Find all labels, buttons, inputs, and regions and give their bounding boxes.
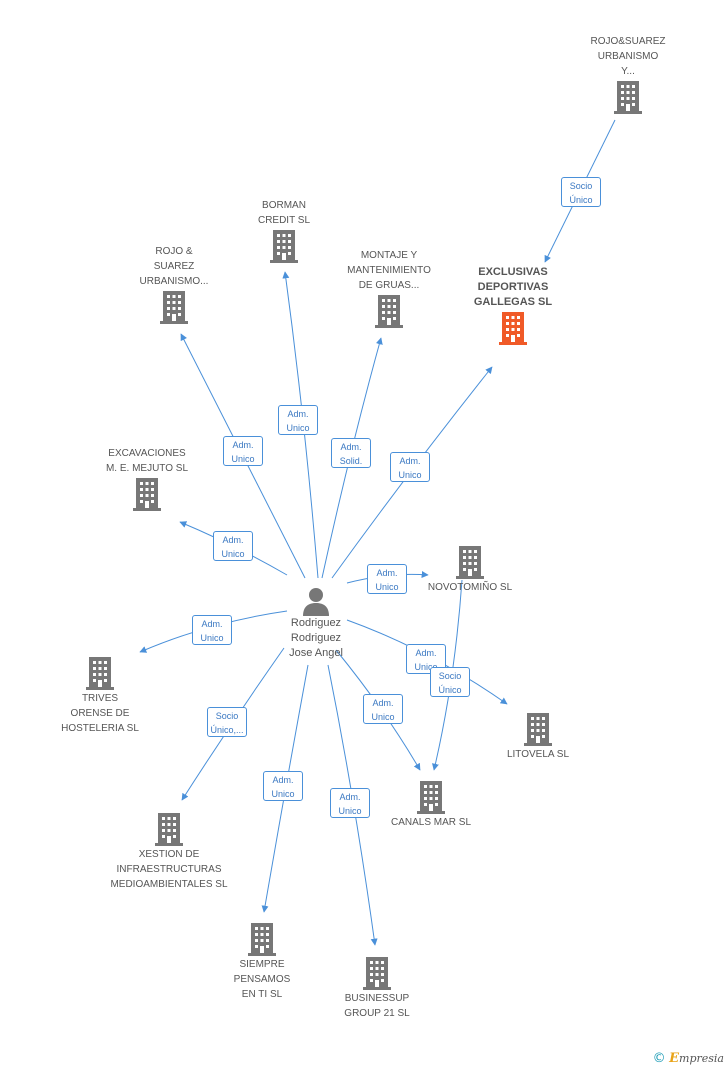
company-node-montaje[interactable]: MONTAJE Y MANTENIMIENTO DE GRUAS... — [309, 248, 469, 329]
company-label: EXCAVACIONES M. E. MEJUTO SL — [105, 448, 189, 474]
building-icon — [456, 546, 484, 579]
edge-label-borman[interactable]: Adm. Unico — [278, 405, 318, 435]
company-node-rojo-suarez-top[interactable]: ROJO&SUAREZ URBANISMO Y... — [548, 34, 708, 115]
building-icon — [248, 923, 276, 956]
person-icon — [303, 588, 329, 616]
building-icon — [86, 657, 114, 690]
edge-label-excavaciones[interactable]: Adm. Unico — [213, 531, 253, 561]
edge-label-montaje[interactable]: Adm. Solid. — [331, 438, 371, 468]
company-node-businessup[interactable]: BUSINESSUP GROUP 21 SL — [297, 955, 457, 1021]
company-node-litovela[interactable]: LITOVELA SL — [458, 711, 618, 762]
company-label: CANALS MAR SL — [390, 817, 472, 828]
company-label: EXCLUSIVAS DEPORTIVAS GALLEGAS SL — [473, 266, 553, 308]
building-icon — [524, 713, 552, 746]
company-label: ROJO&SUAREZ URBANISMO Y... — [590, 36, 666, 77]
edge-label-businessup[interactable]: Adm. Unico — [330, 788, 370, 818]
person-node-center[interactable]: Rodriguez Rodriguez Jose Angel — [236, 586, 396, 661]
company-node-siempre[interactable]: SIEMPRE PENSAMOS EN TI SL — [182, 921, 342, 1002]
building-icon — [155, 813, 183, 846]
building-icon — [417, 781, 445, 814]
building-icon — [499, 312, 527, 345]
company-node-xestion[interactable]: XESTION DE INFRAESTRUCTURAS MEDIOAMBIENT… — [89, 811, 249, 892]
edge-label-novotomino[interactable]: Adm. Unico — [367, 564, 407, 594]
edge-label-xestion[interactable]: Socio Único,... — [207, 707, 247, 737]
building-icon — [614, 81, 642, 114]
edge-label-siempre[interactable]: Adm. Unico — [263, 771, 303, 801]
company-node-rojo-suarez[interactable]: ROJO & SUAREZ URBANISMO... — [94, 244, 254, 325]
building-icon — [160, 291, 188, 324]
company-label: BORMAN CREDIT SL — [257, 200, 311, 226]
brand-logo: © Empresia — [652, 1051, 724, 1066]
edge-label-rojo-suarez[interactable]: Adm. Unico — [223, 436, 263, 466]
person-label: Rodriguez Rodriguez Jose Angel — [289, 617, 343, 659]
edge-label-canals-socio[interactable]: Socio Único — [430, 667, 470, 697]
edge-label-socio-unico-top[interactable]: Socio Único — [561, 177, 601, 207]
edge-label-exclusivas[interactable]: Adm. Unico — [390, 452, 430, 482]
company-label: LITOVELA SL — [506, 749, 570, 760]
company-node-borman[interactable]: BORMAN CREDIT SL — [204, 198, 364, 264]
building-icon — [363, 957, 391, 990]
edge-label-trives[interactable]: Adm. Unico — [192, 615, 232, 645]
company-label: ROJO & SUAREZ URBANISMO... — [139, 246, 209, 287]
company-label: BUSINESSUP GROUP 21 SL — [344, 993, 410, 1019]
building-icon — [375, 295, 403, 328]
edge-label-canals[interactable]: Adm. Unico — [363, 694, 403, 724]
company-node-canals[interactable]: CANALS MAR SL — [351, 779, 511, 830]
company-label: XESTION DE INFRAESTRUCTURAS MEDIOAMBIENT… — [110, 849, 228, 890]
company-node-exclusivas[interactable]: EXCLUSIVAS DEPORTIVAS GALLEGAS SL — [433, 265, 593, 346]
company-label: NOVOTOMIÑO SL — [427, 582, 513, 593]
company-node-novotomino[interactable]: NOVOTOMIÑO SL — [390, 544, 550, 595]
building-icon — [133, 478, 161, 511]
company-node-excavaciones[interactable]: EXCAVACIONES M. E. MEJUTO SL — [67, 446, 227, 512]
company-label: TRIVES ORENSE DE HOSTELERIA SL — [61, 693, 139, 734]
company-node-trives[interactable]: TRIVES ORENSE DE HOSTELERIA SL — [20, 655, 180, 736]
company-label: SIEMPRE PENSAMOS EN TI SL — [233, 959, 291, 1000]
building-icon — [270, 230, 298, 263]
company-label: MONTAJE Y MANTENIMIENTO DE GRUAS... — [347, 250, 431, 291]
